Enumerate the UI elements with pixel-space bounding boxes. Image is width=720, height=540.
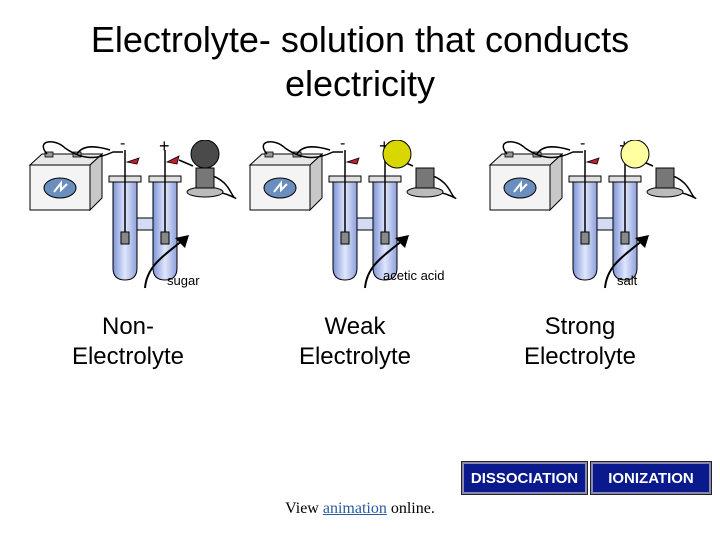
light-bulb-icon	[620, 140, 650, 169]
category-line-2: Electrolyte	[298, 343, 412, 370]
light-bulb-icon	[382, 140, 412, 169]
setup-acetic-acid: - +	[245, 140, 470, 290]
conductivity-apparatus-salt: - +	[489, 140, 697, 289]
category-line-1: Weak	[324, 313, 386, 340]
page-title: Electrolyte- solution that conducts elec…	[0, 18, 720, 106]
conductivity-apparatus-acetic-acid: - +	[249, 140, 457, 289]
category-non-electrolyte: Non- Electrolyte	[18, 312, 238, 372]
title-line-1: Electrolyte- solution that conducts	[90, 19, 630, 60]
conductivity-apparatus-sugar: - +	[29, 140, 237, 289]
light-bulb-icon	[190, 140, 220, 169]
battery-plus-label: +	[159, 140, 170, 156]
category-line-2: Electrolyte	[523, 343, 637, 370]
footer-prefix: View	[285, 500, 323, 517]
battery-minus-label: -	[340, 140, 345, 152]
solute-label-sugar: sugar	[167, 273, 200, 288]
animation-link[interactable]: animation	[322, 500, 387, 517]
category-weak-electrolyte: Weak Electrolyte	[245, 312, 465, 372]
ionization-button[interactable]: IONIZATION	[590, 461, 712, 495]
category-line-1: Non-	[101, 313, 155, 340]
title-line-2: electricity	[284, 63, 436, 104]
dissociation-button[interactable]: DISSOCIATION	[461, 461, 588, 495]
solute-label-salt: salt	[617, 273, 638, 288]
footer-suffix: online.	[386, 500, 435, 517]
category-strong-electrolyte: Strong Electrolyte	[470, 312, 690, 372]
setup-salt: - +	[485, 140, 710, 290]
footer-note: View animation online.	[0, 500, 720, 518]
battery-minus-label: -	[120, 140, 125, 152]
category-line-2: Electrolyte	[71, 343, 185, 370]
battery-minus-label: -	[580, 140, 585, 152]
setup-sugar: - +	[25, 140, 250, 290]
category-line-1: Strong	[544, 313, 616, 340]
solute-label-acetic-acid: acetic acid	[383, 268, 445, 283]
